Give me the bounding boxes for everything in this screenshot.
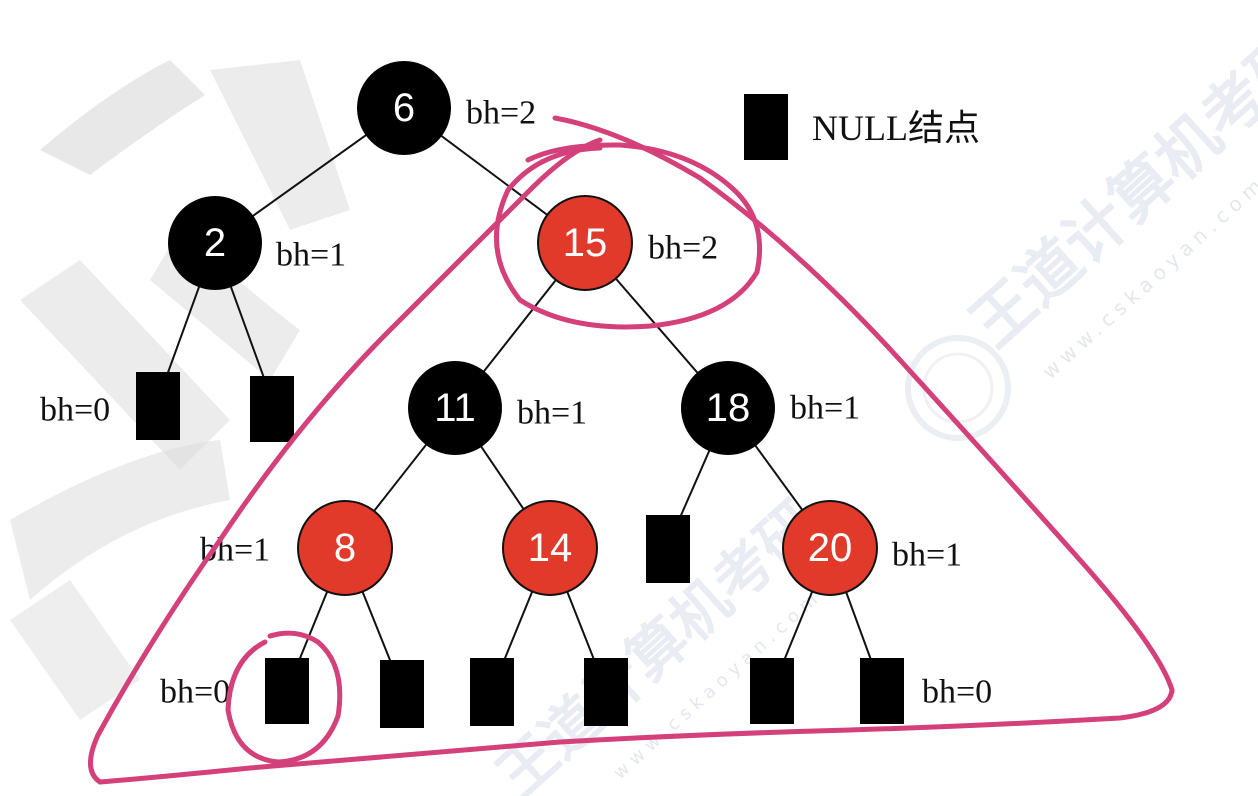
null-leaf	[750, 658, 794, 724]
node-15: 15	[537, 195, 633, 291]
bh-label-2: bh=1	[276, 237, 346, 274]
node-key: 11	[434, 386, 476, 430]
bh-label-20: bh=1	[892, 537, 962, 574]
null-leaf	[136, 372, 180, 440]
null-leaf	[470, 658, 514, 726]
highlight-annotations	[88, 115, 1175, 785]
node-key: 15	[563, 221, 608, 265]
bh-label-null: bh=0	[922, 674, 992, 711]
node-key: 18	[706, 386, 751, 430]
node-6: 6	[357, 61, 451, 155]
node-2: 2	[168, 196, 262, 290]
bh-label-null: bh=0	[40, 392, 110, 429]
legend: NULL结点	[744, 94, 980, 160]
node-key: 6	[393, 86, 415, 130]
node-key: 8	[334, 526, 356, 570]
node-key: 20	[808, 526, 853, 570]
legend-label: NULL结点	[812, 108, 980, 148]
null-leaf	[380, 660, 424, 728]
legend-null-swatch	[744, 94, 788, 160]
node-14: 14	[502, 500, 598, 596]
node-key: 2	[204, 221, 226, 265]
highlight-null-leaf-circle	[225, 630, 343, 765]
node-key: 14	[528, 526, 573, 570]
node-20: 20	[782, 500, 878, 596]
node-8: 8	[297, 500, 393, 596]
bh-label-6: bh=2	[466, 95, 536, 132]
highlight-node-15-circle	[493, 142, 763, 330]
null-leaf	[250, 376, 294, 442]
node-18: 18	[681, 361, 775, 455]
tree-nodes: 6 2 15 11 18 8 14 20	[168, 61, 878, 596]
null-leaf	[584, 658, 628, 726]
null-leaf	[860, 658, 904, 724]
node-11: 11	[408, 361, 502, 455]
highlight-subtree-outline	[88, 115, 1175, 785]
bh-label-11: bh=1	[517, 395, 587, 432]
null-leaves	[136, 372, 904, 728]
bh-labels: bh=2 bh=1 bh=2 bh=1 bh=1 bh=1 bh=1 bh=0 …	[40, 95, 992, 711]
null-leaf	[265, 658, 309, 724]
bh-label-15: bh=2	[648, 230, 718, 267]
bh-label-18: bh=1	[790, 390, 860, 427]
bh-label-null: bh=0	[160, 674, 230, 711]
null-leaf	[646, 515, 690, 583]
